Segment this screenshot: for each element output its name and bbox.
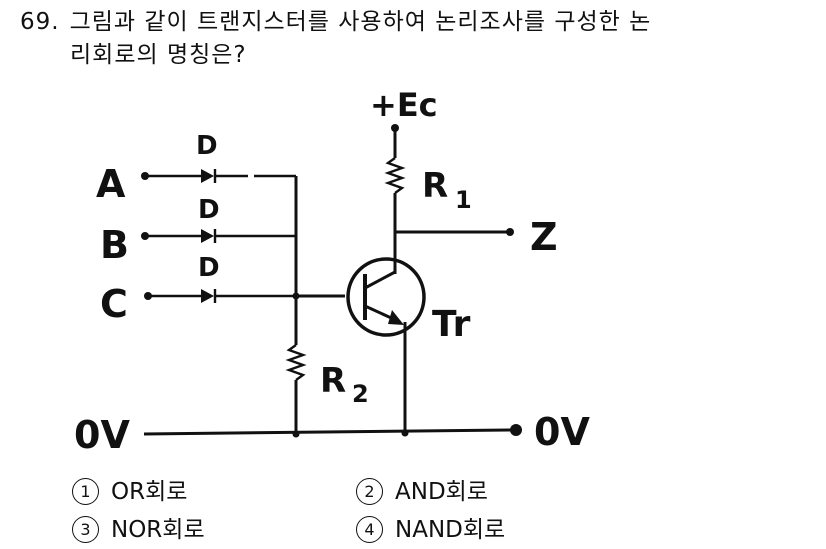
diode-label-c: D: [198, 253, 220, 283]
question-line-2: 리회로의 명칭은?: [20, 39, 810, 72]
output-terminal: [506, 228, 514, 236]
question-line-1: 69. 그림과 같이 트랜지스터를 사용하여 논리조사를 구성한 논: [20, 6, 810, 39]
ground-terminal-right: [510, 424, 522, 436]
transistor-label: Tr: [432, 304, 471, 345]
choice-1-text: OR회로: [111, 479, 188, 505]
choice-1[interactable]: 1 OR회로: [72, 477, 187, 507]
diode-c: [201, 289, 214, 303]
choice-1-number: 1: [72, 478, 99, 505]
input-label-c: C: [100, 282, 128, 326]
choice-2-number: 2: [356, 478, 383, 505]
question-number: 69.: [20, 9, 60, 35]
r1-label: R: [422, 166, 448, 206]
resistor-r2: [285, 344, 307, 381]
question-text-line-1: 그림과 같이 트랜지스터를 사용하여 논리조사를 구성한 논: [69, 9, 652, 35]
resistor-r1: [384, 157, 406, 194]
supply-label: +Ec: [370, 86, 438, 124]
choice-3-number: 3: [72, 516, 99, 543]
ground-label-left: 0V: [74, 413, 130, 457]
choice-2-text: AND회로: [395, 479, 488, 505]
r1-subscript: 1: [455, 186, 472, 214]
diode-b: [201, 229, 214, 243]
diode-label-b: D: [198, 195, 220, 225]
transistor-symbol: [346, 257, 426, 337]
input-label-a: A: [96, 162, 126, 206]
input-label-b: B: [100, 223, 129, 267]
choice-3[interactable]: 3 NOR회로: [72, 515, 205, 545]
choice-4-number: 4: [356, 516, 383, 543]
ground-label-right: 0V: [534, 410, 590, 454]
r2-subscript: 2: [352, 380, 369, 408]
choice-2[interactable]: 2 AND회로: [356, 477, 488, 507]
question-text-line-2: 리회로의 명칭은?: [70, 42, 247, 68]
output-label: Z: [530, 215, 558, 259]
choice-4-text: NAND회로: [395, 517, 506, 543]
diode-a: [201, 169, 214, 183]
choice-3-text: NOR회로: [111, 517, 205, 543]
diode-label-a: D: [196, 131, 218, 161]
r2-label: R: [320, 361, 346, 401]
question-text: 69. 그림과 같이 트랜지스터를 사용하여 논리조사를 구성한 논 리회로의 명…: [20, 6, 810, 72]
choice-4[interactable]: 4 NAND회로: [356, 515, 505, 545]
